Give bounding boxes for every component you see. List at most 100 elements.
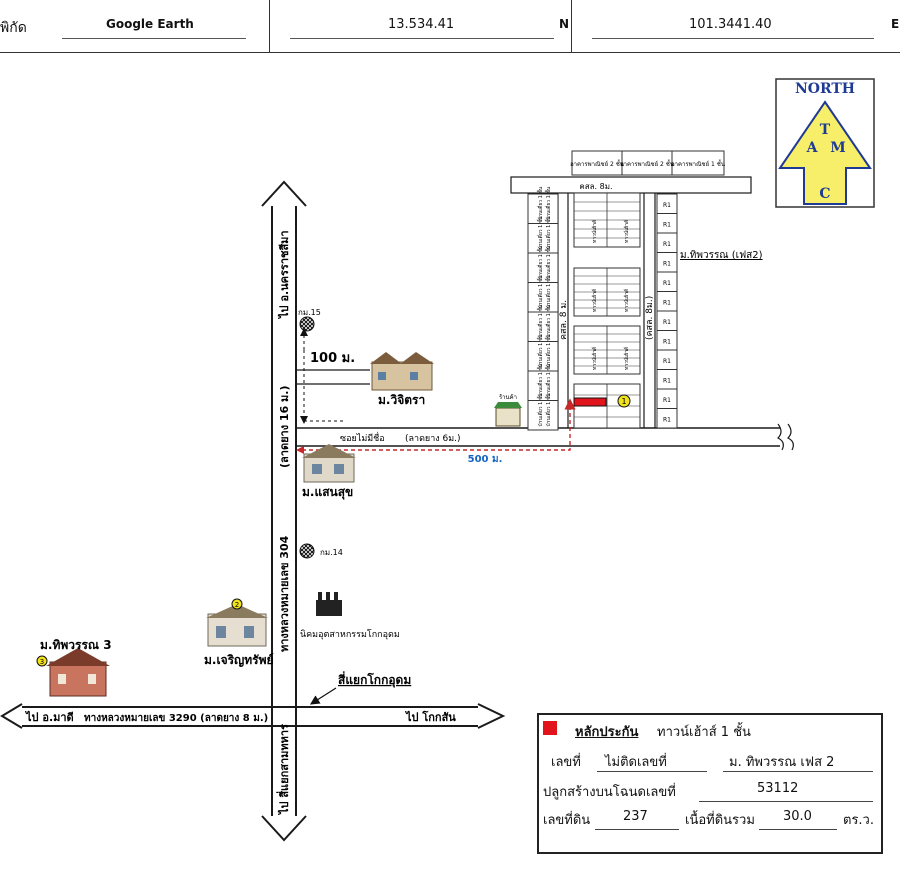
dashed-route [296,328,576,454]
house-lot [527,400,559,431]
km14-marker-icon [299,543,315,559]
marker-2-label: 2 [235,601,239,609]
house-lot-label: บ้านเดี่ยว 1 ชั้น [535,186,544,220]
thipwaran-phase2-label: ม.ทิพวรรณ (เฟส2) [680,250,763,261]
subject-plot [573,397,607,407]
house-lot [527,193,559,224]
charoen-sap-label: ม.เจริญทรัพย์ [204,653,274,667]
shop-icon: ร้านค้า [494,394,522,427]
r1-lot-label: R1 [663,417,671,424]
house-lot [527,282,559,313]
longitude-suffix: E [891,17,900,31]
land-no-value: 237 [623,809,648,824]
highway-304-label: ทางหลวงหมายเลข 304 [278,535,291,652]
house-lot-label: บ้านเดี่ยว 1 ชั้น [543,334,552,368]
north-word: NORTH [795,81,855,97]
vichitra-house-icon [370,352,434,391]
r1-lot-label: R1 [663,280,671,287]
saensuk-house-icon [302,444,356,483]
land-no-label: เลขที่ดิน [543,813,591,828]
soi-name-label: ซอยไม่มีชื่อ [340,431,385,444]
north-arrow-icon: NORTH T A M C [775,78,875,208]
r1-lot-label: R1 [663,241,671,248]
to-amphoe-mahad-label: ไป อ.มาดี [24,710,74,724]
thipwaran3-label: ม.ทิพวรรณ 3 [40,638,112,652]
house-lot-label: บ้านเดี่ยว 1 ชั้น [535,304,544,338]
r1-lot-label: R1 [663,202,671,209]
km15-marker-icon [299,316,315,332]
area-unit: ตร.ว. [843,813,874,828]
townhouse-label: ทาวน์เฮ้าส์ [623,220,630,243]
house-lot-label: บ้านเดี่ยว 1 ชั้น [543,363,552,397]
legend-title: หลักประกัน [575,725,639,740]
house-lot-label: บ้านเดี่ยว 1 ชั้น [543,216,552,250]
latitude-value: 13.534.41 [388,17,455,32]
tamc-letter-t: T [820,122,831,138]
house-lot-label: บ้านเดี่ยว 1 ชั้น [543,393,552,427]
house-lot-label: บ้านเดี่ยว 1 ชั้น [543,186,552,220]
top-block-label: อาคารพาณิชย์ 2 ชั้น [620,158,674,168]
house-lot-label: บ้านเดี่ยว 1 ชั้น [535,245,544,279]
townhouse-label: ทาวน์เฮ้าส์ [591,289,598,312]
road-width-16-label: (ลาดยาง 16 ม.) [278,385,291,468]
r1-lot-label: R1 [663,397,671,404]
km15-label: กม.15 [298,308,321,317]
industrial-estate-label: นิคมอุตสาหกรรมโกกอุดม [300,629,400,640]
r1-lot-label: R1 [663,378,671,385]
marker-3-icon [36,655,48,667]
project-name: ม. ทิพวรรณ เฟส 2 [729,755,835,770]
coord-label: พิกัด [0,20,27,36]
house-lot [527,341,559,372]
longitude-value: 101.3441.40 [689,17,772,32]
house-lot-label: บ้านเดี่ยว 1 ชั้น [543,304,552,338]
highway-3290-road [0,703,506,729]
km14-label: กม.14 [320,548,343,557]
charoen-sap-house-icon [206,604,268,647]
house-lot-label: บ้านเดี่ยว 1 ชั้น [535,363,544,397]
kok-udom-intersection-label: สี่แยกโกกอุดม [338,671,411,688]
to-nakhon-ratchasima-label: ไป อ.นครราชสีมา [277,230,291,320]
house-lot [527,311,559,342]
top-block-label: อาคารพาณิชย์ 1 ชั้น [671,158,725,168]
r1-lot [656,408,678,429]
to-sam-yaek-label: ไป สี่แยกสามทหาร [276,724,291,816]
marker-1-icon [617,394,631,408]
title-deed-label: ปลูกสร้างบนโฉนดเลขที่ [543,785,676,800]
house-lot-label: บ้านเดี่ยว 1 ชั้น [535,393,544,427]
tamc-letter-m: M [830,140,846,156]
house-no-value: ไม่ติดเลขที่ [605,755,667,770]
top-block-label: อาคารพาณิชย์ 2 ชั้น [570,158,624,168]
middle-townhouse-blocks: ทาวน์เฮ้าส์ทาวน์เฮ้าส์ทาวน์เฮ้าส์ทาวน์เฮ… [573,192,641,429]
townhouse-label: ทาวน์เฮ้าส์ [591,347,598,370]
factory-icon [316,592,342,616]
tamc-letter-a: A [806,140,819,156]
marker-3-label: 3 [40,658,44,666]
townhouse-label: ทาวน์เฮ้าส์ [591,220,598,243]
r1-lot-label: R1 [663,358,671,365]
r1-lot-label: R1 [663,261,671,268]
left-house-column: บ้านเดี่ยว 1 ชั้นบ้านเดี่ยว 1 ชั้นบ้านเด… [527,186,559,431]
highway-304-road [261,180,307,842]
house-lot-label: บ้านเดี่ยว 1 ชั้น [543,245,552,279]
r1-lot-label: R1 [663,319,671,326]
house-lot-label: บ้านเดี่ยว 1 ชั้น [535,334,544,368]
coordinate-header: พิกัด Google Earth 13.534.41 N 101.3441.… [0,0,900,53]
house-lot-label: บ้านเดี่ยว 1 ชั้น [535,216,544,250]
distance-100-label: 100 ม. [310,351,355,366]
shop-label: ร้านค้า [499,394,517,401]
latitude-suffix: N [559,17,570,31]
legend-type: ทาวน์เฮ้าส์ 1 ชั้น [657,725,751,740]
area-value: 30.0 [783,809,812,824]
title-deed-value: 53112 [757,781,799,796]
area-label: เนื้อที่ดินรวม [685,813,755,828]
thipwaran3-house-icon [46,648,110,697]
road-8m-top-label: คสล. 8ม. [579,182,612,191]
distance-500-label: 500 ม. [468,454,503,465]
saensuk-label: ม.แสนสุข [302,485,353,500]
r1-lot-label: R1 [663,300,671,307]
house-lot-label: บ้านเดี่ยว 1 ชั้น [535,275,544,309]
r1-lot-label: R1 [663,339,671,346]
highway-3290-label: ทางหลวงหมายเลข 3290 (ลาดยาง 8 ม.) [84,713,268,724]
townhouse-label: ทาวน์เฮ้าส์ [623,289,630,312]
